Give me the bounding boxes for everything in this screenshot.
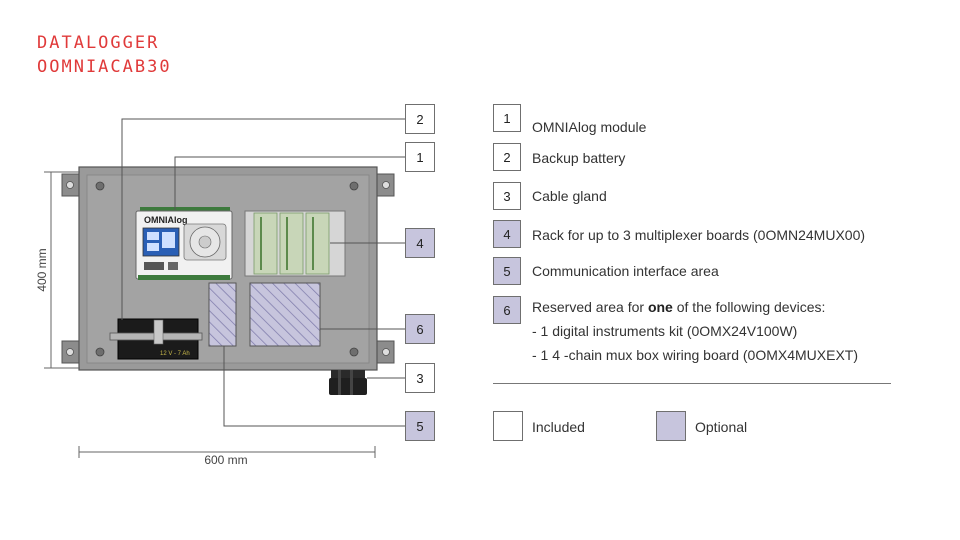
legend-label-multiplexer-rack: Rack for up to 3 multiplexer boards (0OM…	[532, 227, 866, 243]
callout-4: 4	[405, 228, 435, 258]
callout-6: 6	[405, 314, 435, 344]
legend-divider	[493, 383, 891, 384]
module-brand: OMNIAlog	[144, 215, 188, 225]
legend-label-backup-battery: Backup battery	[532, 150, 626, 166]
corner-screws	[95, 181, 359, 357]
key-optional-label: Optional	[695, 419, 748, 435]
height-dimension	[44, 171, 80, 369]
legend-label-reserved-area: Reserved area for one of the following d…	[532, 299, 825, 315]
title-line-2: OOMNIACAB30	[37, 57, 172, 77]
key-optional-swatch	[656, 411, 686, 441]
key-included-swatch	[493, 411, 523, 441]
legend-num-3: 3	[493, 182, 521, 210]
cable-gland	[329, 370, 367, 395]
reserved-area-prefix: Reserved area for	[532, 299, 648, 315]
width-label: 600 mm	[204, 453, 247, 467]
callout-2: 2	[405, 104, 435, 134]
reserved-area-suffix: of the following devices:	[672, 299, 826, 315]
key-included-label: Included	[532, 419, 585, 435]
legend-num-6: 6	[493, 296, 521, 324]
legend-label-cable-gland: Cable gland	[532, 188, 607, 204]
reserved-option-1: - 1 digital instruments kit (0OMX24V100W…	[532, 323, 798, 339]
height-label: 400 mm	[35, 248, 49, 291]
legend-num-1: 1	[493, 104, 521, 132]
callout-3: 3	[405, 363, 435, 393]
backup-battery: 12 V - 7 Ah	[109, 318, 203, 360]
reserved-device-area	[249, 282, 321, 347]
legend-label-communication-area: Communication interface area	[532, 263, 719, 279]
legend-num-2: 2	[493, 143, 521, 171]
legend-num-4: 4	[493, 220, 521, 248]
callout-5: 5	[405, 411, 435, 441]
legend-label-omnialog-module: OMNIAlog module	[532, 119, 647, 135]
callout-1: 1	[405, 142, 435, 172]
legend-num-5: 5	[493, 257, 521, 285]
omnialog-module: OMNIAlog	[135, 207, 233, 280]
communication-interface-area	[208, 282, 237, 347]
callout-leaders	[121, 118, 405, 427]
title-line-1: DATALOGGER	[37, 33, 160, 53]
multiplexer-rack	[244, 210, 346, 277]
width-dimension	[78, 446, 376, 458]
battery-label: 12 V - 7 Ah	[160, 351, 190, 357]
reserved-option-2: - 1 4 -chain mux box wiring board (0OMX4…	[532, 347, 858, 363]
reserved-area-bold: one	[647, 299, 673, 315]
